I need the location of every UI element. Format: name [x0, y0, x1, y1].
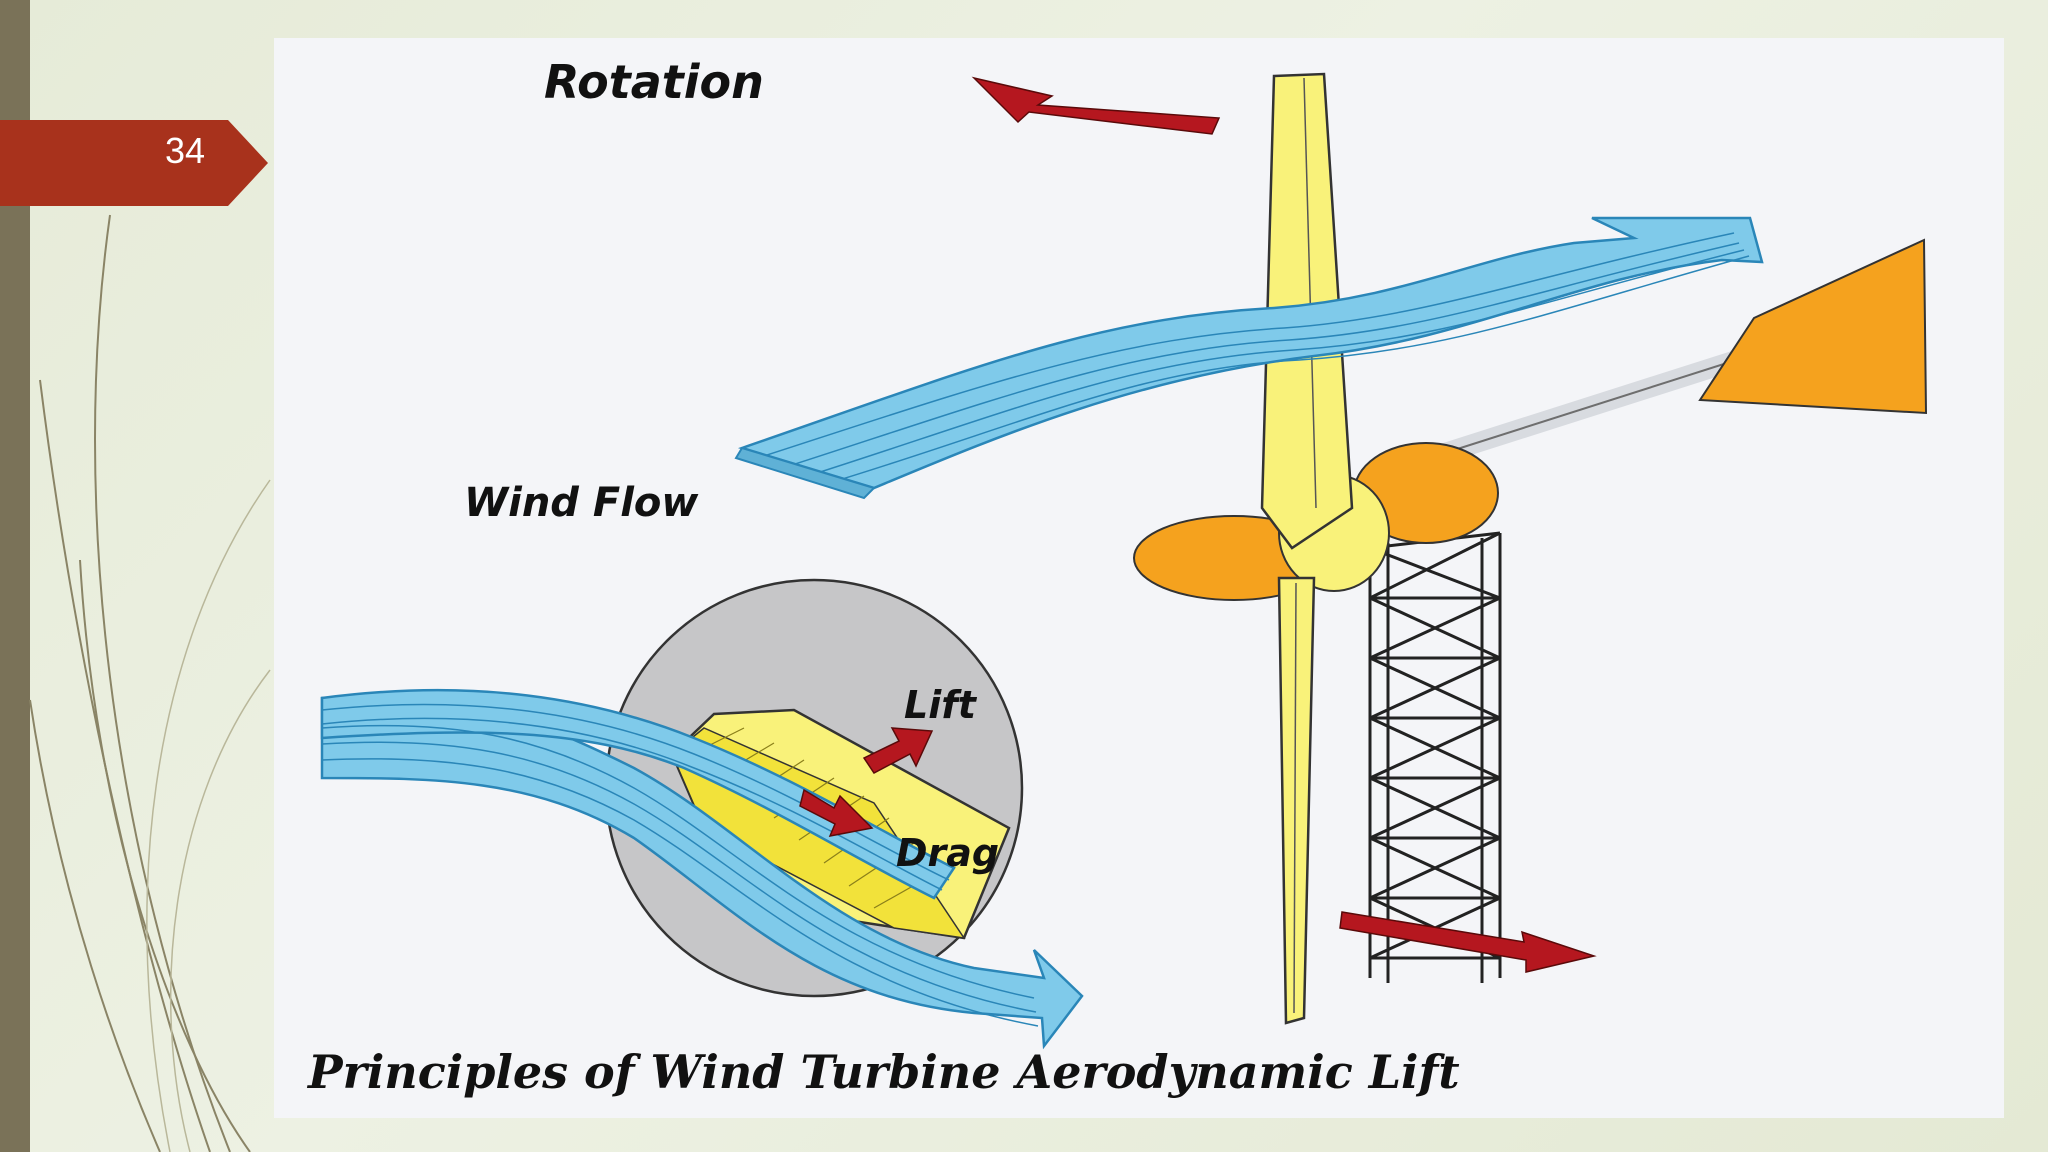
rotation-label: Rotation	[544, 55, 764, 109]
slide-number-tab	[0, 120, 268, 206]
lift-label: Lift	[904, 683, 978, 727]
wind-flow-label: Wind Flow	[464, 480, 699, 526]
lower-blade	[1279, 578, 1314, 1023]
wind-turbine-diagram: Rotation Wind Flow Lift Drag Principles …	[274, 38, 2004, 1118]
rotation-arrow	[974, 78, 1219, 134]
rotation-arrow-lower	[1340, 912, 1594, 972]
wind-flow-ribbon	[736, 218, 1762, 498]
figure-caption: Principles of Wind Turbine Aerodynamic L…	[306, 1045, 1460, 1099]
drag-label: Drag	[896, 831, 999, 875]
airfoil-inset	[322, 580, 1082, 1046]
slide-number: 34	[150, 128, 220, 174]
lattice-tower	[1370, 533, 1500, 983]
